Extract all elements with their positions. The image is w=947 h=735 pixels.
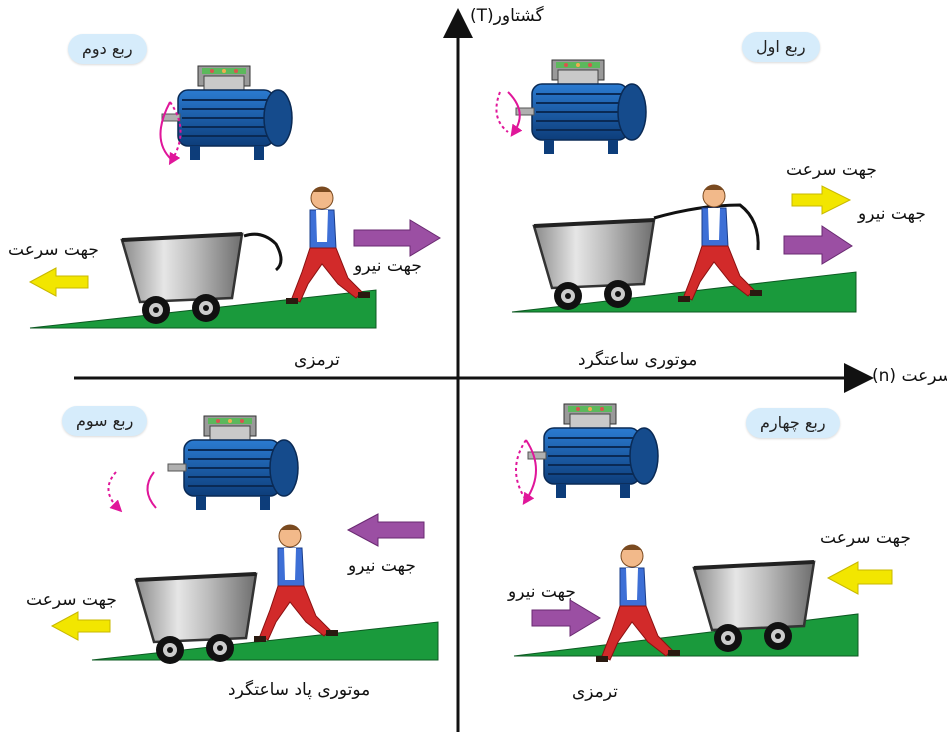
q4-speed-direction-label: جهت سرعت bbox=[820, 528, 911, 548]
q3-force-direction-label: جهت نیرو bbox=[348, 556, 416, 576]
quadrant-4-title: ربع چهارم bbox=[746, 408, 840, 438]
torque-axis-label: گشتاور(T) bbox=[470, 6, 544, 26]
q3-speed-direction-label: جهت سرعت bbox=[26, 590, 117, 610]
speed-arrow bbox=[792, 186, 850, 214]
person bbox=[254, 525, 338, 642]
speed-arrow bbox=[30, 268, 88, 296]
quadrant-2-title: ربع دوم bbox=[68, 34, 147, 64]
rotation-icon bbox=[496, 92, 508, 132]
speed-axis-label: سرعت (n) bbox=[872, 366, 947, 386]
motor bbox=[528, 404, 658, 498]
motor bbox=[516, 60, 646, 154]
rope bbox=[244, 234, 281, 270]
quadrant-1-illustration bbox=[496, 60, 856, 312]
q2-speed-direction-label: جهت سرعت bbox=[8, 240, 99, 260]
quadrant-3-title: ربع سوم bbox=[62, 406, 147, 436]
force-arrow bbox=[784, 226, 852, 264]
cart bbox=[534, 220, 654, 310]
speed-arrow bbox=[52, 612, 110, 640]
motor bbox=[162, 66, 292, 160]
q1-mode-label: موتوری ساعتگرد bbox=[578, 350, 697, 370]
q1-speed-direction-label: جهت سرعت bbox=[786, 160, 877, 180]
q3-mode-label: موتوری پاد ساعتگرد bbox=[228, 680, 370, 700]
q2-force-direction-label: جهت نیرو bbox=[354, 256, 422, 276]
quadrant-3-illustration bbox=[52, 416, 438, 664]
rotation-icon bbox=[516, 440, 526, 500]
q4-mode-label: ترمزی bbox=[572, 682, 618, 702]
force-arrow bbox=[532, 600, 600, 636]
speed-arrow bbox=[828, 562, 892, 594]
force-arrow bbox=[354, 220, 440, 256]
quadrant-1-title: ربع اول bbox=[742, 32, 820, 62]
quadrant-2-illustration bbox=[30, 66, 440, 328]
q4-force-direction-label: جهت نیرو bbox=[508, 582, 576, 602]
rotation-icon bbox=[160, 102, 172, 160]
force-arrow bbox=[348, 514, 424, 546]
q1-force-direction-label: جهت نیرو bbox=[858, 204, 926, 224]
rotation-icon bbox=[108, 472, 118, 508]
motor bbox=[168, 416, 298, 510]
q2-mode-label: ترمزی bbox=[294, 350, 340, 370]
